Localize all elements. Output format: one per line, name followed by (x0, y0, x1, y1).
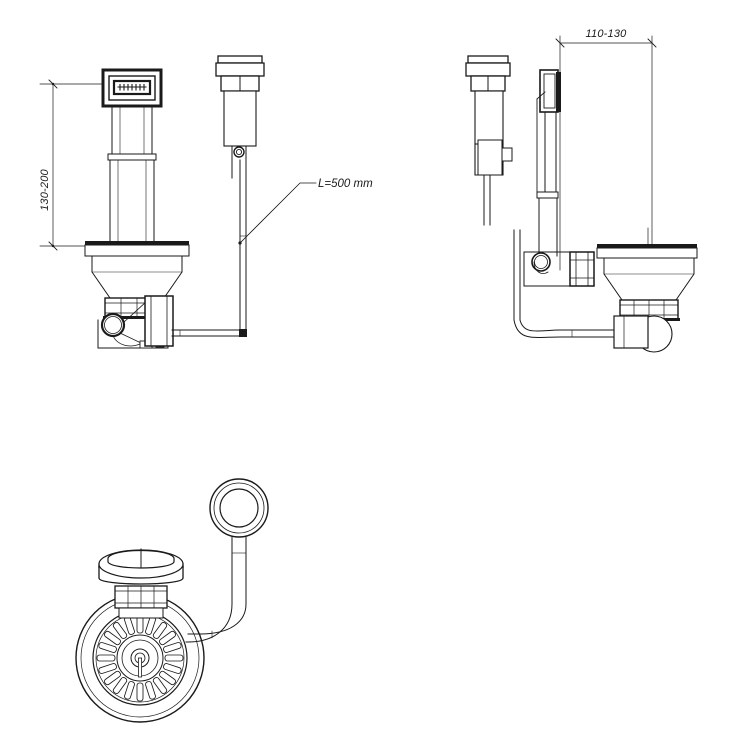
strainer-plan (75, 593, 205, 723)
overflow-spigot-side (523, 251, 595, 287)
remote-actuator-side (465, 55, 513, 226)
overflow-tube-upper (107, 105, 157, 161)
dimension-label-depth: 110-130 (586, 28, 628, 40)
waste-flange-front (84, 241, 190, 257)
button-logo-mark (117, 83, 147, 91)
connection-hose-side (513, 229, 615, 338)
dimension-label-height: 130-200 (39, 168, 51, 210)
connection-hose-plan (185, 535, 247, 643)
side-elevation-view (465, 35, 698, 353)
outlet-elbow-side (613, 315, 673, 353)
outlet-elbow-front (97, 295, 174, 349)
overflow-tube-side (536, 69, 561, 257)
front-elevation-view (39, 55, 317, 349)
overflow-cover-front (101, 68, 163, 108)
overflow-tube-lower (109, 159, 155, 242)
waste-flange-side (596, 227, 698, 259)
leader-cable-length (238, 182, 317, 245)
plan-view (75, 478, 269, 723)
remote-actuator-front (215, 55, 265, 179)
overflow-cover-plan (209, 478, 269, 538)
connection-hose-front (171, 159, 247, 337)
leader-label-cable-length: L=500 mm (318, 178, 373, 190)
actuator-head-plan (98, 548, 184, 619)
